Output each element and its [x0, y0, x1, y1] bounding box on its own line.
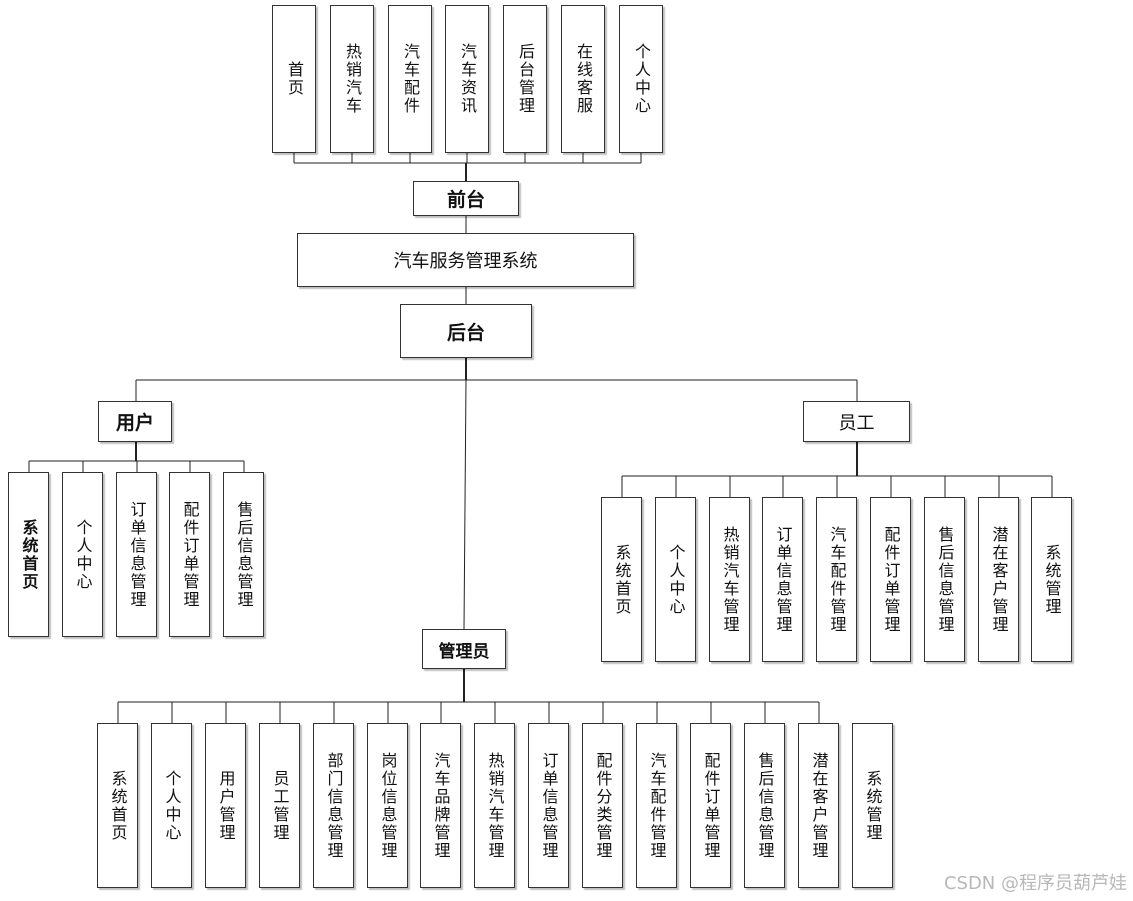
admin-item: 热销汽车管理	[474, 723, 515, 888]
front-item: 热销汽车	[330, 5, 374, 153]
user-item: 订单信息管理	[116, 472, 157, 637]
user-node: 用户	[98, 401, 172, 442]
front-item: 汽车配件	[388, 5, 432, 153]
staff-item: 系统首页	[601, 497, 642, 662]
admin-item: 配件分类管理	[582, 723, 623, 888]
admin-item: 汽车品牌管理	[420, 723, 461, 888]
admin-item: 订单信息管理	[528, 723, 569, 888]
front-item: 首页	[272, 5, 316, 153]
staff-item: 个人中心	[655, 497, 696, 662]
front-node: 前台	[413, 181, 519, 216]
user-item: 售后信息管理	[223, 472, 264, 637]
admin-item: 岗位信息管理	[367, 723, 408, 888]
front-item: 个人中心	[619, 5, 663, 153]
staff-item: 订单信息管理	[762, 497, 803, 662]
user-item: 系统首页	[8, 472, 49, 637]
admin-item: 潜在客户管理	[798, 723, 839, 888]
admin-item: 系统首页	[97, 723, 138, 888]
admin-item: 配件订单管理	[690, 723, 731, 888]
staff-node: 员工	[803, 401, 910, 442]
watermark: CSDN @程序员葫芦娃	[943, 873, 1127, 894]
back-node: 后台	[400, 304, 532, 358]
staff-item: 售后信息管理	[924, 497, 965, 662]
user-item: 个人中心	[62, 472, 103, 637]
admin-item: 用户管理	[205, 723, 246, 888]
root-node: 汽车服务管理系统	[297, 233, 634, 287]
admin-node: 管理员	[422, 629, 506, 669]
admin-item: 汽车配件管理	[636, 723, 677, 888]
front-item: 在线客服	[561, 5, 605, 153]
admin-item: 员工管理	[259, 723, 300, 888]
admin-item: 个人中心	[151, 723, 192, 888]
admin-item: 售后信息管理	[744, 723, 785, 888]
admin-item: 部门信息管理	[313, 723, 354, 888]
staff-item: 热销汽车管理	[709, 497, 750, 662]
staff-item: 汽车配件管理	[816, 497, 857, 662]
staff-item: 配件订单管理	[870, 497, 911, 662]
staff-item: 系统管理	[1031, 497, 1072, 662]
staff-item: 潜在客户管理	[978, 497, 1019, 662]
user-item: 配件订单管理	[169, 472, 210, 637]
front-item: 汽车资讯	[445, 5, 489, 153]
front-item: 后台管理	[503, 5, 547, 153]
connector-line	[463, 379, 467, 630]
admin-item: 系统管理	[852, 723, 893, 888]
